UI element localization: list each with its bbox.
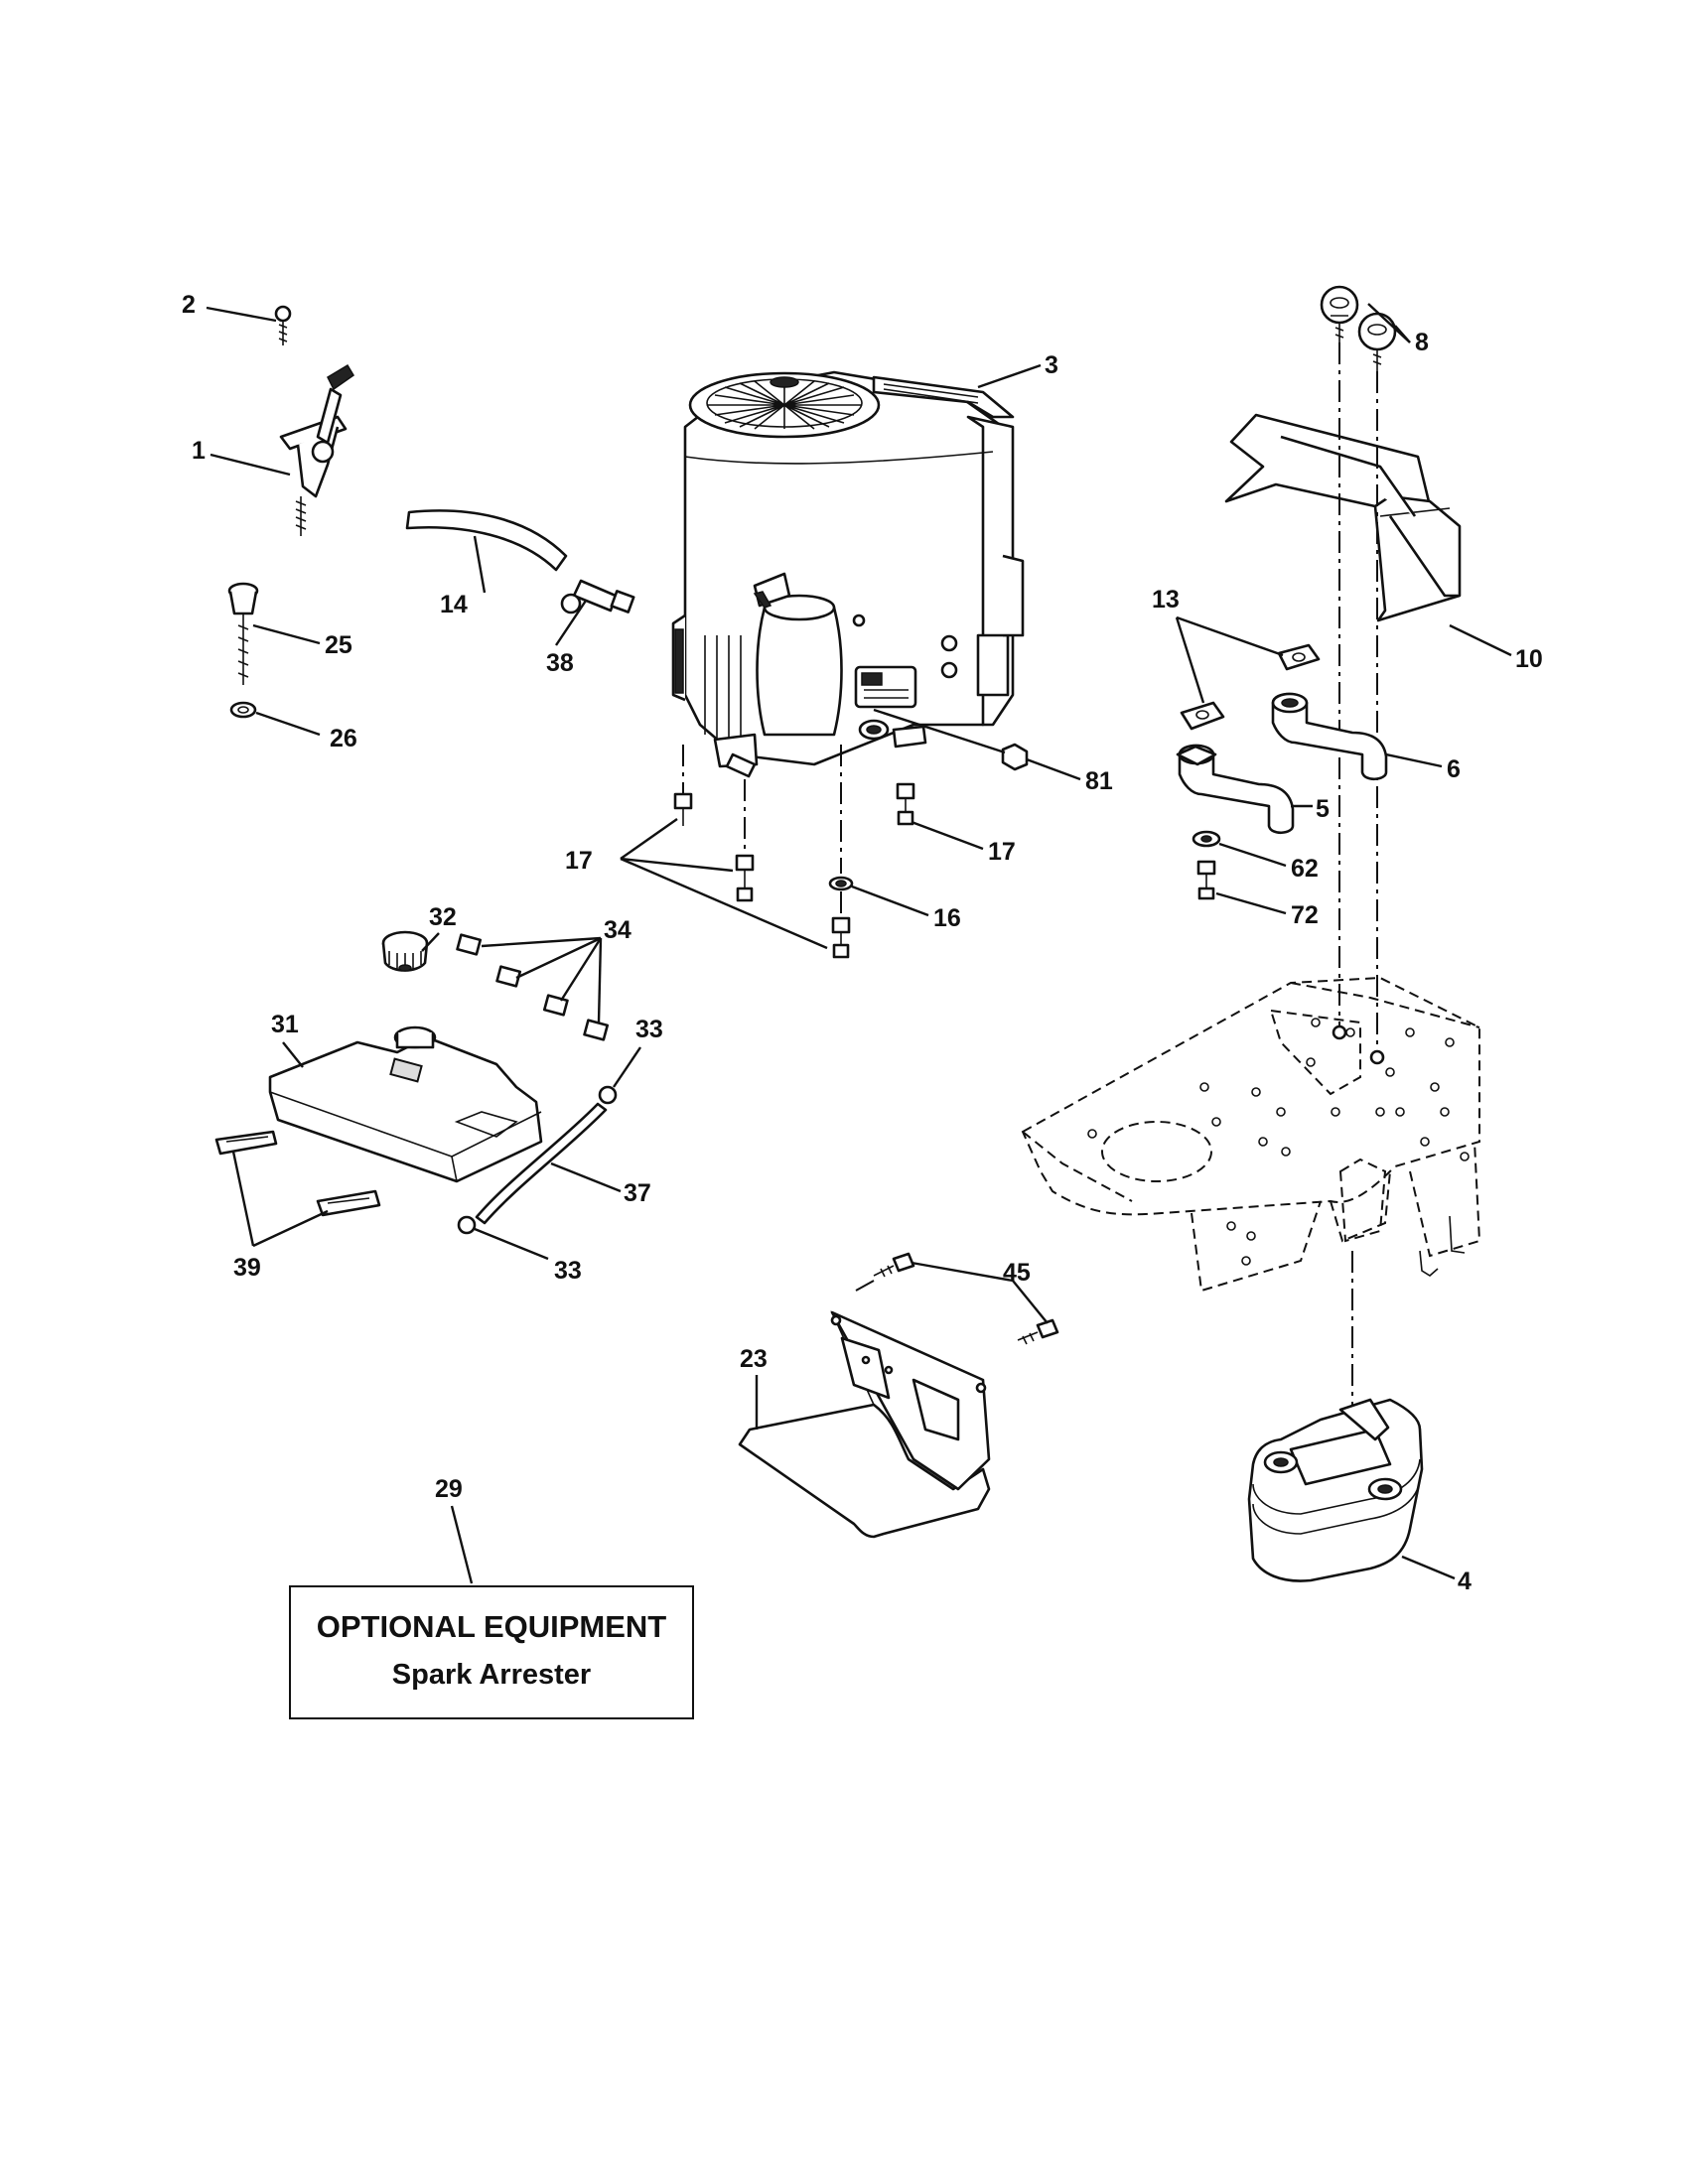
deflector-part (1224, 285, 1462, 1057)
leader-8-2 (1394, 325, 1411, 343)
callout-39: 39 (233, 1254, 261, 1282)
callout-10: 10 (1515, 645, 1543, 673)
callout-72: 72 (1291, 901, 1319, 929)
callout-62: 62 (1291, 855, 1319, 883)
leader-81 (873, 708, 1006, 754)
callout-33b: 33 (554, 1257, 582, 1285)
fuel-hose-part (405, 509, 635, 614)
callout-29: 29 (435, 1475, 463, 1503)
frame-plate-part (1021, 976, 1481, 1293)
leader-31 (282, 1041, 304, 1068)
knob-bolt-part (227, 582, 259, 719)
leader-33a (613, 1046, 641, 1088)
callout-25: 25 (325, 631, 352, 659)
leader-37 (550, 1161, 622, 1193)
leader-1 (210, 453, 291, 477)
callout-26: 26 (330, 725, 357, 752)
callout-4: 4 (1458, 1568, 1472, 1595)
callout-labels: 2 1 25 26 14 38 3 81 17 17 16 32 34 31 3… (182, 291, 1543, 1595)
optional-equipment-title: OPTIONAL EQUIPMENT (316, 1609, 667, 1644)
callout-6: 6 (1447, 755, 1461, 783)
leader-25 (252, 623, 321, 645)
callout-13: 13 (1152, 586, 1180, 614)
leader-33b (474, 1227, 549, 1261)
nut-81-part (1001, 743, 1029, 771)
callout-1: 1 (192, 437, 206, 465)
callout-32: 32 (429, 903, 457, 931)
leader-13-1 (1175, 616, 1205, 704)
callout-5: 5 (1316, 795, 1330, 823)
callout-16: 16 (933, 904, 961, 932)
optional-equipment-box: OPTIONAL EQUIPMENT Spark Arrester (289, 1585, 694, 1719)
engine-part (671, 370, 1025, 778)
leader-39-1 (231, 1151, 255, 1247)
leader-17a-1 (620, 818, 678, 860)
leader-38 (555, 600, 587, 646)
leader-17a-2 (620, 857, 734, 873)
leader-62 (1218, 842, 1287, 868)
heat-shield-part (738, 1252, 1059, 1539)
leader-2 (206, 306, 277, 323)
leader-3 (977, 363, 1042, 389)
callout-31: 31 (271, 1011, 299, 1038)
leader-81b (1026, 757, 1081, 781)
leader-14 (473, 535, 487, 594)
leader-10 (1449, 623, 1512, 657)
callout-17b: 17 (988, 838, 1016, 866)
callout-45: 45 (1003, 1259, 1031, 1287)
leader-6 (1385, 752, 1443, 768)
leader-4 (1401, 1555, 1456, 1580)
leader-32 (421, 932, 440, 952)
exhaust-pipes-part (1176, 643, 1388, 900)
leader-34-2 (515, 936, 602, 980)
spark-arrester-label: Spark Arrester (391, 1659, 592, 1691)
leader-29 (450, 1505, 474, 1584)
callout-17a: 17 (565, 847, 593, 875)
callout-34: 34 (604, 916, 632, 944)
leader-45-2 (1012, 1280, 1049, 1324)
engine-bolts-part (673, 745, 915, 959)
callout-37: 37 (624, 1179, 651, 1207)
leader-17a-3 (620, 857, 828, 950)
leader-39-2 (252, 1209, 329, 1248)
callout-3: 3 (1045, 351, 1058, 379)
callout-8: 8 (1415, 329, 1429, 356)
leader-34-1 (481, 936, 602, 948)
callout-23: 23 (740, 1345, 768, 1373)
leader-16 (851, 885, 929, 917)
leader-72 (1215, 891, 1287, 915)
callout-2: 2 (182, 291, 196, 319)
leader-45-1 (911, 1261, 1014, 1283)
callout-33a: 33 (635, 1016, 663, 1043)
leader-34-3 (559, 937, 603, 1002)
callout-38: 38 (546, 649, 574, 677)
callout-81: 81 (1085, 767, 1113, 795)
leader-34-4 (597, 937, 603, 1024)
muffler-part (1247, 1251, 1424, 1582)
throttle-control-part (274, 305, 355, 536)
leader-17b (911, 820, 984, 851)
leader-13-2 (1176, 615, 1284, 657)
air-cleaner-part (214, 930, 618, 1235)
leader-26 (255, 711, 321, 737)
callout-14: 14 (440, 591, 468, 618)
